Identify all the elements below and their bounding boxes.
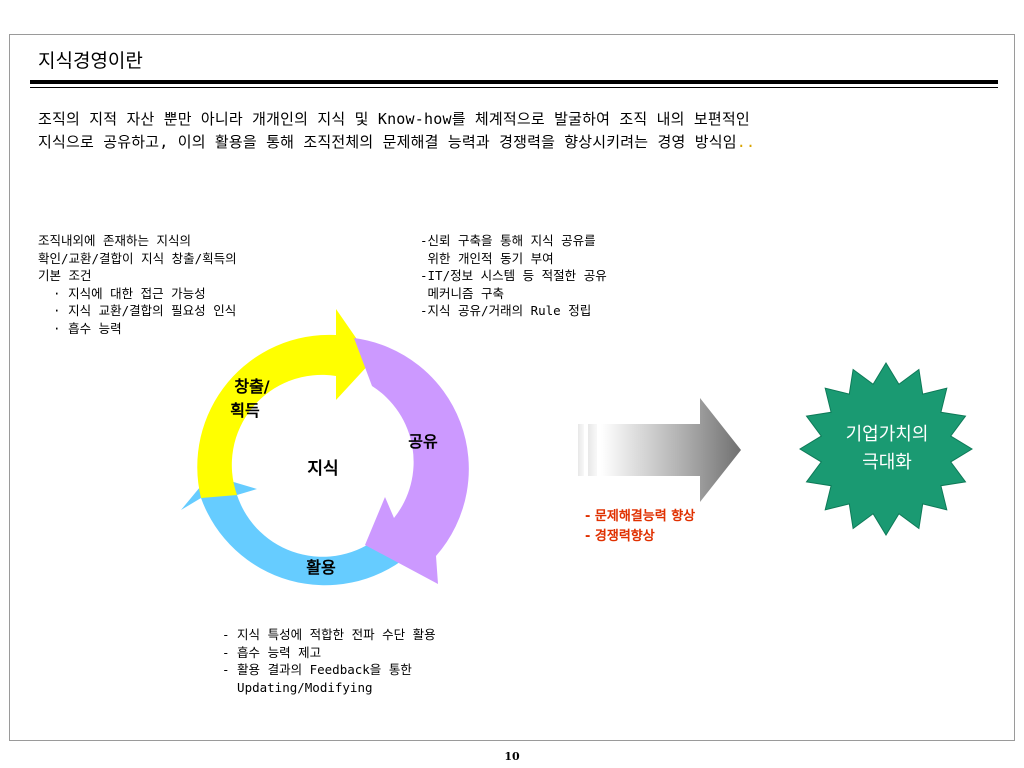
note-share-line: 위한 개인적 동기 부여 [420, 250, 554, 266]
note-share-line: -IT/정보 시스템 등 적절한 공유 [420, 268, 607, 283]
create-label-line1: 창출/ [234, 377, 269, 396]
note-create-line: 조직내외에 존재하는 지식의 [38, 233, 192, 248]
note-use-line: - 흡수 능력 제고 [222, 644, 322, 660]
use-label: 활용 [306, 558, 336, 577]
note-share: -신뢰 구축을 통해 지식 공유를 위한 개인적 동기 부여 -IT/정보 시스템… [420, 232, 607, 320]
note-share-line: -지식 공유/거래의 Rule 정립 [420, 303, 592, 318]
intro-line-2-text: 지식으로 공유하고, 이의 활용을 통해 조직전체의 문제해결 능력과 경쟁력을… [38, 133, 737, 151]
use-arrow [181, 475, 408, 586]
title-rule-thin [30, 87, 998, 88]
create-arrow [197, 309, 372, 498]
slide-frame [9, 34, 1015, 741]
create-label-line2: 획득 [230, 401, 260, 420]
center-label: 지식 [307, 459, 338, 479]
intro-line-2-dots: .. [736, 133, 756, 151]
note-create-line: · 지식 교환/결합의 필요성 인식 [38, 303, 237, 318]
page-number: 10 [504, 750, 520, 763]
intro-paragraph: 조직의 지적 자산 뿐만 아니라 개개인의 지식 및 Know-how를 체계적… [38, 108, 998, 154]
star-label-line2: 극대화 [862, 452, 912, 473]
note-use-line: - 지식 특성에 적합한 전파 수단 활용 [222, 627, 436, 642]
result-arrow [578, 398, 741, 502]
value-starburst [799, 362, 973, 536]
share-label: 공유 [408, 432, 438, 451]
note-use: - 지식 특성에 적합한 전파 수단 활용 - 흡수 능력 제고 - 활용 결과의 … [222, 626, 436, 696]
note-use-line: - 활용 결과의 Feedback을 통한 [222, 662, 412, 677]
star-label-line1: 기업가치의 [846, 424, 929, 445]
intro-line-2: 지식으로 공유하고, 이의 활용을 통해 조직전체의 문제해결 능력과 경쟁력을… [38, 131, 998, 154]
note-create-line: · 지식에 대한 접근 가능성 [38, 285, 206, 301]
share-arrow [354, 338, 469, 584]
note-create-line: 확인/교환/결합이 지식 창출/획득의 [38, 250, 237, 266]
note-create-line: · 흡수 능력 [38, 320, 122, 336]
page-title: 지식경영이란 [38, 50, 143, 72]
note-use-line: Updating/Modifying [222, 679, 373, 695]
note-share-line: 메커니즘 구축 [420, 285, 505, 301]
title-rule-thick [30, 80, 998, 84]
note-share-line: -신뢰 구축을 통해 지식 공유를 [420, 233, 596, 248]
outcome-list: - 문제해결능력 향상 - 경쟁력향상 [585, 507, 695, 547]
outcome-item: - 문제해결능력 향상 [585, 509, 696, 524]
intro-line-1: 조직의 지적 자산 뿐만 아니라 개개인의 지식 및 Know-how를 체계적… [38, 110, 750, 128]
outcome-item: - 경쟁력향상 [585, 529, 655, 544]
cycle-center [270, 412, 374, 516]
note-create-line: 기본 조건 [38, 268, 92, 283]
